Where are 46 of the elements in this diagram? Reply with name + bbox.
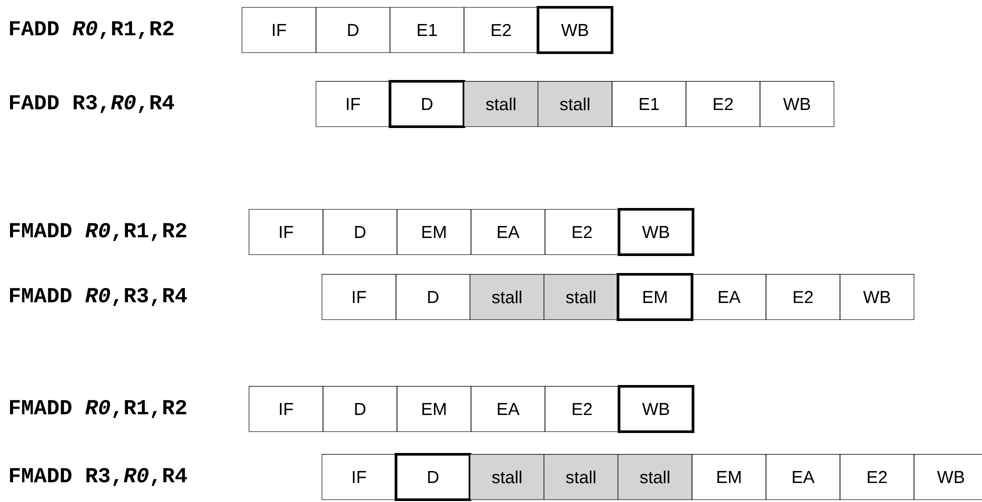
pipeline-stage-cell: WB bbox=[760, 81, 834, 127]
pipeline-stage-cell: WB bbox=[618, 385, 694, 433]
pipeline-stage-cell: IF bbox=[316, 81, 390, 127]
stall-cell: stall bbox=[618, 454, 692, 500]
pipeline-stage-cell: D bbox=[322, 209, 398, 255]
pipeline-stage-cell: IF bbox=[322, 454, 396, 500]
stall-cell: stall bbox=[470, 274, 544, 320]
pipeline-stage-cell: E1 bbox=[612, 81, 686, 127]
pipeline-stage-cell: D bbox=[394, 453, 472, 501]
pipeline-stage-cell: IF bbox=[248, 386, 324, 432]
pipeline-stage-cell: WB bbox=[536, 6, 614, 54]
pipeline-stage-cell: E1 bbox=[390, 7, 464, 53]
pipeline-stage-cell: EA bbox=[470, 209, 546, 255]
pipeline-stage-cell: WB bbox=[618, 208, 694, 256]
pipeline-stage-cell: EA bbox=[766, 454, 840, 500]
instruction-label: FMADD R3,R0,R4 bbox=[10, 468, 187, 486]
pipeline-stage-cell: E2 bbox=[464, 7, 538, 53]
stall-cell: stall bbox=[544, 274, 618, 320]
pipeline-stage-cell: D bbox=[388, 80, 466, 128]
pipeline-stage-cell: EA bbox=[470, 386, 546, 432]
pipeline-stage-cell: E2 bbox=[766, 274, 840, 320]
pipeline-stage-cell: E2 bbox=[840, 454, 914, 500]
stall-cell: stall bbox=[470, 454, 544, 500]
pipeline-stage-cell: EM bbox=[396, 209, 472, 255]
pipeline-stage-cell: WB bbox=[914, 454, 982, 500]
instruction-label: FMADD R0,R1,R2 bbox=[10, 400, 186, 418]
pipeline-stage-cell: D bbox=[316, 7, 390, 53]
pipeline-stage-cell: E2 bbox=[544, 386, 620, 432]
stall-cell: stall bbox=[538, 81, 612, 127]
pipeline-stage-cell: EA bbox=[692, 274, 766, 320]
pipeline-stage-cell: EM bbox=[396, 386, 472, 432]
pipeline-stage-cell: EM bbox=[692, 454, 766, 500]
pipeline-stage-cell: E2 bbox=[686, 81, 760, 127]
pipeline-stage-cell: WB bbox=[840, 274, 914, 320]
pipeline-stage-cell: IF bbox=[248, 209, 324, 255]
stall-cell: stall bbox=[544, 454, 618, 500]
instruction-label: FMADD R0,R3,R4 bbox=[10, 288, 187, 306]
pipeline-stage-cell: IF bbox=[322, 274, 396, 320]
instruction-label: FADD R3,R0,R4 bbox=[10, 94, 174, 114]
pipeline-stage-cell: IF bbox=[242, 7, 316, 53]
instruction-label: FMADD R0,R1,R2 bbox=[10, 222, 186, 242]
pipeline-stage-cell: D bbox=[322, 386, 398, 432]
pipeline-stage-cell: EM bbox=[616, 273, 694, 321]
pipeline-stage-cell: E2 bbox=[544, 209, 620, 255]
stall-cell: stall bbox=[464, 81, 538, 127]
instruction-label: FADD R0,R1,R2 bbox=[10, 20, 174, 40]
